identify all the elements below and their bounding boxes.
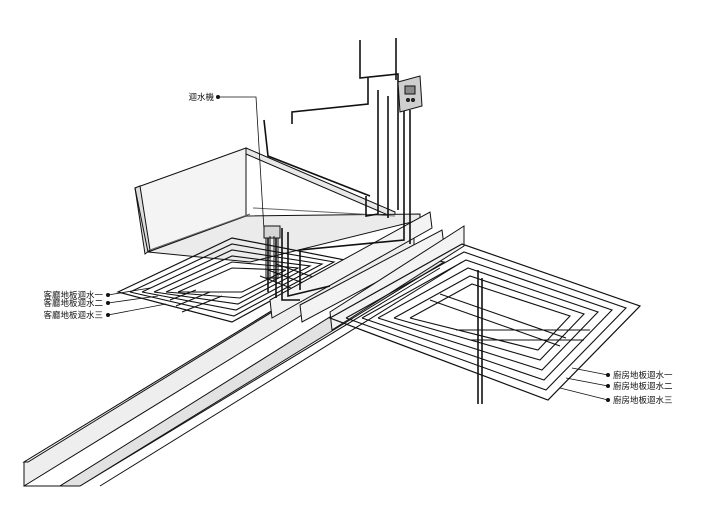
kitchen-floor-loops <box>328 243 642 401</box>
leader-lines <box>107 96 609 401</box>
floor-manifold <box>263 225 281 280</box>
living-loop-3-label: 客廳地板迴水三 <box>43 310 103 321</box>
pump-label: 迴水機 <box>188 92 214 103</box>
kitchen-loop-3-label: 廚房地板迴水三 <box>613 395 673 406</box>
living-loop-2-label: 客廳地板迴水二 <box>43 298 103 309</box>
kitchen-loop-1-label: 廚房地板迴水一 <box>613 370 673 381</box>
leader-dots <box>106 95 610 402</box>
kitchen-loop-2-label: 廚房地板迴水二 <box>613 381 673 392</box>
partition-walls <box>269 211 465 331</box>
pipe-risers <box>263 38 483 404</box>
wall-pump-unit <box>397 75 423 113</box>
living-loop-1-label: 客廳地板迴水一 <box>43 290 103 301</box>
room-box <box>134 147 421 263</box>
